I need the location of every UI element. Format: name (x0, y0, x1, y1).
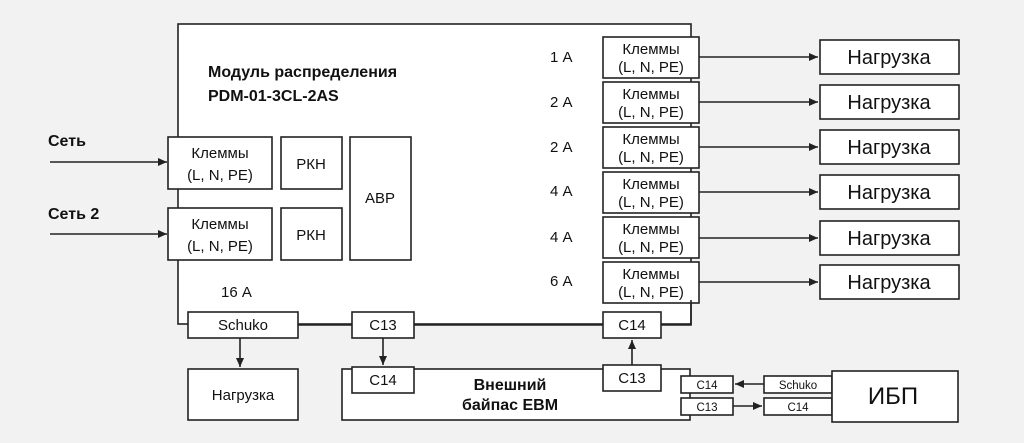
bypass-side-c14 (680, 375, 734, 394)
output-terminal-1-line1: Клеммы (622, 41, 679, 58)
load-label-1: Нагрузка (847, 47, 931, 69)
output-row-1: 1 А Клеммы (L, N, PE) Нагрузка (550, 36, 960, 79)
output-row-2: 2 А Клеммы (L, N, PE) Нагрузка (550, 81, 960, 124)
output-terminal-2 (602, 81, 700, 124)
bypass-subtitle: байпас ЕВМ (462, 397, 558, 414)
bus-c13-label: C13 (369, 317, 397, 334)
schuko-current: 16 А (221, 284, 252, 301)
output-terminal-1-line2: (L, N, PE) (618, 59, 684, 76)
bypass-side-c14-label: C14 (696, 380, 718, 392)
avr-box (349, 136, 412, 261)
module-title: Модуль распределения (208, 64, 397, 81)
output-terminal-3 (602, 126, 700, 169)
bypass-c13-connector (602, 364, 662, 392)
output-terminal-6-line2: (L, N, PE) (618, 284, 684, 301)
input-terminal-1-line1: Клеммы (191, 145, 248, 162)
bypass-side-c13-label: C13 (696, 402, 717, 414)
output-current-5: 4 А (550, 229, 573, 246)
input-label-2: Сеть 2 (48, 206, 99, 223)
input-terminal-1 (167, 136, 273, 190)
schuko-socket (187, 311, 299, 339)
load-box-2 (819, 84, 960, 120)
output-current-3: 2 А (550, 139, 573, 156)
rkn-box-1 (280, 136, 343, 190)
schuko-load-box (187, 368, 299, 421)
output-terminal-1 (602, 36, 700, 79)
ups-box (831, 370, 959, 423)
load-box-5 (819, 220, 960, 256)
module-model: PDM-01-3CL-2AS (208, 88, 339, 105)
input-terminal-1-line2: (L, N, PE) (187, 167, 253, 184)
output-current-6: 6 А (550, 273, 573, 290)
rkn-box-2 (280, 207, 343, 261)
load-label-3: Нагрузка (847, 137, 931, 159)
output-terminal-3-line2: (L, N, PE) (618, 149, 684, 166)
output-terminal-2-line1: Клеммы (622, 86, 679, 103)
input-terminal-2-line2: (L, N, PE) (187, 238, 253, 255)
output-terminal-4-line1: Клеммы (622, 176, 679, 193)
avr-label: АВР (365, 190, 395, 207)
load-box-4 (819, 174, 960, 210)
output-row-3: 2 А Клеммы (L, N, PE) Нагрузка (550, 126, 960, 169)
input-terminal-2 (167, 207, 273, 261)
output-terminal-5-line2: (L, N, PE) (618, 239, 684, 256)
input-terminal-2-line1: Клеммы (191, 216, 248, 233)
schuko-load-label: Нагрузка (212, 387, 275, 404)
rkn-label-1: РКН (296, 156, 326, 173)
bus-c14-to-module-line (661, 300, 692, 326)
output-current-1: 1 А (550, 49, 573, 66)
rkn-label-2: РКН (296, 227, 326, 244)
bus-c14-connector (602, 311, 662, 339)
output-terminal-6 (602, 261, 700, 304)
load-label-6: Нагрузка (847, 272, 931, 294)
bypass-c14-label: C14 (369, 372, 397, 389)
load-label-4: Нагрузка (847, 182, 931, 204)
output-terminal-5-line1: Клеммы (622, 221, 679, 238)
input-label-1: Сеть (48, 133, 86, 150)
output-terminal-3-line1: Клеммы (622, 131, 679, 148)
schuko-label: Schuko (218, 317, 268, 334)
output-row-6: 6 А Клеммы (L, N, PE) Нагрузка (550, 261, 960, 304)
output-terminal-2-line2: (L, N, PE) (618, 104, 684, 121)
load-label-2: Нагрузка (847, 92, 931, 114)
output-terminal-4 (602, 171, 700, 214)
bus-c14-label: C14 (618, 317, 646, 334)
ups-label: ИБП (868, 383, 918, 410)
output-row-5: 4 А Клеммы (L, N, PE) Нагрузка (550, 216, 960, 259)
load-label-5: Нагрузка (847, 228, 931, 250)
output-terminal-6-line1: Клеммы (622, 266, 679, 283)
load-box-1 (819, 39, 960, 75)
load-box-3 (819, 129, 960, 165)
output-current-2: 2 А (550, 94, 573, 111)
output-terminal-4-line2: (L, N, PE) (618, 194, 684, 211)
load-box-6 (819, 264, 960, 300)
bus-c13-connector (351, 311, 415, 339)
ups-schuko-label: Schuko (779, 380, 817, 392)
output-row-4: 4 А Клеммы (L, N, PE) Нагрузка (550, 171, 960, 214)
bypass-c14-connector (351, 366, 415, 394)
ups-c14-label: C14 (787, 402, 809, 414)
bypass-c13-label: C13 (618, 370, 646, 387)
output-current-4: 4 А (550, 183, 573, 200)
bypass-title: Внешний (474, 377, 547, 394)
